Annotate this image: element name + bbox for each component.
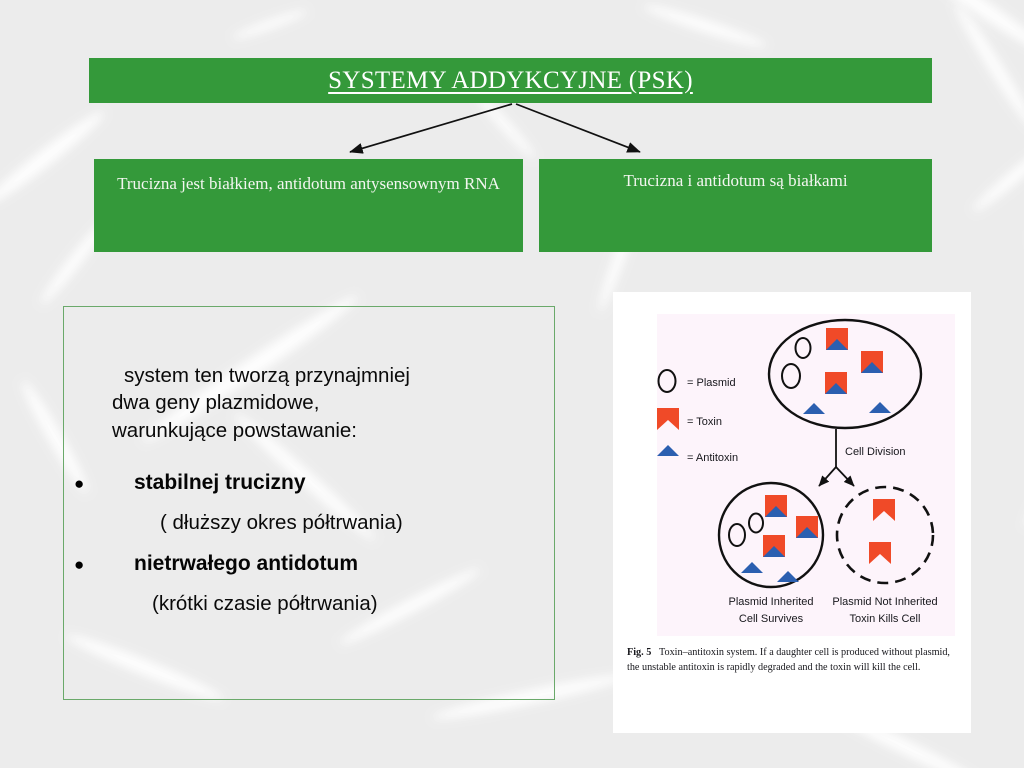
figure-caption: Fig. 5 Toxin–antitoxin system. If a daug…: [627, 645, 963, 675]
intro-paragraph: system ten tworzą przynajmniej dwa geny …: [112, 362, 542, 444]
slide-title-banner: SYSTEMY ADDYKCYJNE (PSK): [89, 58, 932, 103]
parent-cell: [767, 318, 923, 430]
legend-label-plasmid: = Plasmid: [687, 377, 736, 389]
intro-line-1: system ten tworzą przynajmniej: [124, 364, 410, 387]
bullet-2-note: (krótki czasie półtrwania): [152, 592, 378, 615]
daughter-cell-survives-label-1: Plasmid Inherited: [729, 596, 814, 608]
background-streak: [969, 136, 1024, 216]
figure-tinted-area: [657, 314, 955, 636]
daughter-cell-dies: Plasmid Not Inherited Toxin Kills Cell: [832, 485, 938, 625]
background-streak: [230, 6, 310, 43]
bullet-1-label: stabilnej trucizny: [134, 471, 306, 494]
bullet-dot-icon: ●: [74, 555, 85, 574]
toxin-antitoxin-complex-icon: [826, 328, 848, 350]
daughter-cell-survives-membrane: [717, 481, 825, 589]
branch-box-right-label: Trucizna i antidotum są białkami: [623, 171, 848, 190]
daughter-cell-dies-label-2: Toxin Kills Cell: [850, 613, 921, 625]
antitoxin-triangle-icon: [777, 571, 799, 582]
antitoxin-triangle-icon: [803, 403, 825, 414]
branch-box-right: Trucizna i antidotum są białkami: [539, 159, 932, 252]
list-item: ● nietrwałego antidotum: [74, 552, 514, 576]
plasmid-oval-icon: [748, 512, 764, 534]
figure-caption-text: Toxin–antitoxin system. If a daughter ce…: [627, 647, 950, 674]
figure-legend: = Plasmid = Toxin = Antitoxin: [657, 369, 738, 464]
toxin-square-icon: [873, 499, 895, 521]
page-title: SYSTEMY ADDYKCYJNE (PSK): [328, 66, 693, 94]
background-streak: [1019, 421, 1024, 531]
toxin-square-icon: [657, 408, 679, 430]
daughter-cell-dies-membrane: [835, 485, 935, 585]
toxin-antitoxin-complex-icon: [765, 495, 787, 517]
bullet-dot-icon: ●: [74, 474, 85, 493]
figure-panel: = Plasmid = Toxin = Antitoxin: [613, 292, 971, 733]
toxin-antitoxin-complex-icon: [763, 535, 785, 557]
toxin-antitoxin-diagram: = Plasmid = Toxin = Antitoxin: [657, 318, 938, 625]
bullet-2-label: nietrwałego antidotum: [134, 552, 359, 575]
parent-cell-membrane: [767, 318, 923, 430]
background-streak: [0, 105, 110, 211]
daughter-cell-survives-label-2: Cell Survives: [739, 613, 804, 625]
toxin-square-icon: [869, 542, 891, 564]
plasmid-oval-icon: [794, 337, 812, 359]
legend-label-toxin: = Toxin: [687, 416, 722, 428]
plasmid-oval-icon: [728, 523, 746, 547]
bullet-1-note: ( dłuższy okres półtrwania): [160, 511, 403, 534]
antitoxin-triangle-icon: [741, 562, 763, 573]
daughter-cell-dies-label-1: Plasmid Not Inherited: [832, 596, 937, 608]
legend-label-antitoxin: = Antitoxin: [687, 452, 738, 464]
branch-box-left-label: Trucizna jest białkiem, antidotum antyse…: [117, 174, 500, 193]
antitoxin-triangle-icon: [869, 402, 891, 413]
content-text-panel: system ten tworzą przynajmniej dwa geny …: [63, 306, 555, 700]
branch-box-left: Trucizna jest białkiem, antidotum antyse…: [94, 159, 523, 252]
antitoxin-triangle-icon: [657, 445, 679, 456]
toxin-antitoxin-complex-icon: [861, 351, 883, 373]
cell-division-arrows: [818, 429, 855, 487]
daughter-cell-survives: Plasmid Inherited Cell Survives: [717, 481, 825, 625]
toxin-antitoxin-complex-icon: [825, 372, 847, 394]
plasmid-oval-icon: [781, 363, 801, 389]
list-item: ● stabilnej trucizny: [74, 471, 514, 495]
figure-number: Fig. 5: [627, 647, 652, 658]
intro-line-3: warunkujące powstawanie:: [112, 418, 357, 442]
background-streak: [641, 0, 769, 52]
plasmid-oval-icon: [657, 369, 677, 393]
toxin-antitoxin-complex-icon: [796, 516, 818, 538]
intro-line-2: dwa geny plazmidowe,: [112, 391, 320, 415]
cell-division-label: Cell Division: [845, 446, 906, 458]
